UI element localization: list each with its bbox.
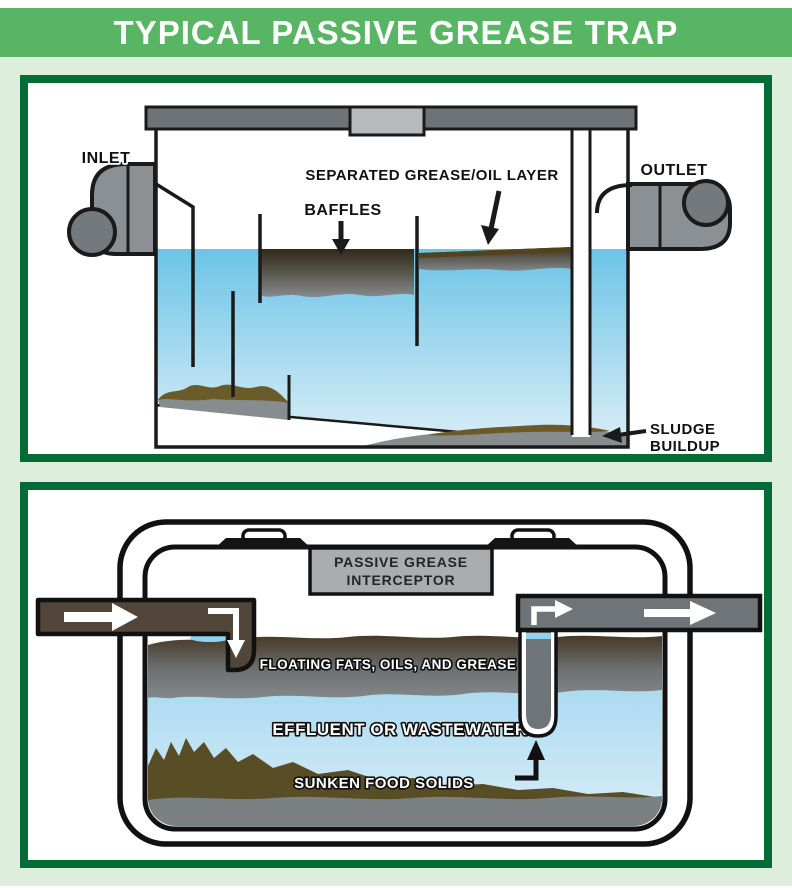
top-panel: INLET OUTLET SEPARATED GREASE/OIL LAYER … (20, 75, 772, 462)
flow-up-arrow (515, 740, 545, 781)
interceptor-label-box: PASSIVE GREASE INTERCEPTOR (308, 546, 494, 596)
down-arrow-icon (332, 239, 350, 255)
bottom-panel: FLOATING FATS, OILS, AND GREASE EFFLUENT… (20, 482, 772, 868)
grease-interceptor-flow-diagram: FLOATING FATS, OILS, AND GREASE EFFLUENT… (35, 519, 763, 847)
access-lids (214, 528, 581, 549)
grease-layer-left (260, 249, 414, 298)
outlet-pipe (515, 593, 763, 633)
outlet-hook-pipe (595, 183, 633, 214)
outlet-down-pipe (570, 129, 592, 437)
outlet-dip-tube (518, 606, 558, 738)
inlet-fitting (67, 162, 157, 257)
sludge-buildup-label-line2: BUILDUP (650, 438, 720, 454)
sludge-buildup-label-line1: SLUDGE (650, 421, 716, 438)
sludge-left (158, 375, 291, 420)
interceptor-label-line1: PASSIVE GREASE (334, 554, 468, 570)
flow-right-arrow-icon (64, 603, 138, 631)
outlet-label: OUTLET (641, 162, 708, 179)
floating-grease-label: FLOATING FATS, OILS, AND GREASE (260, 657, 517, 672)
lid-right (483, 538, 581, 549)
sunken-solids-label: SUNKEN FOOD SOLIDS (294, 775, 474, 792)
flow-right-arrow-icon (644, 601, 716, 625)
callout-arrows (332, 190, 647, 443)
bottom-diagram-labels: FLOATING FATS, OILS, AND GREASE EFFLUENT… (258, 655, 529, 793)
access-hatch (348, 105, 426, 137)
separated-grease-oil-layer-label: SEPARATED GREASE/OIL LAYER (305, 167, 558, 184)
content-area: INLET OUTLET SEPARATED GREASE/OIL LAYER … (0, 57, 792, 886)
baffles (155, 182, 419, 397)
up-arrow-icon (527, 740, 545, 760)
sludge-right (360, 424, 628, 447)
page-title: TYPICAL PASSIVE GREASE TRAP (113, 13, 679, 51)
tube-water-level (526, 633, 551, 639)
flow-bend-up-arrow-icon (531, 606, 555, 625)
interceptor-label-line2: INTERCEPTOR (347, 572, 456, 588)
flow-bend-down-arrow-icon (208, 608, 239, 640)
lid-left (214, 538, 312, 549)
grease-trap-cross-section-diagram: INLET OUTLET SEPARATED GREASE/OIL LAYER … (67, 105, 732, 454)
title-banner: TYPICAL PASSIVE GREASE TRAP (0, 8, 792, 57)
grease-layer-right (419, 247, 572, 271)
inlet-label: INLET (82, 150, 131, 167)
outlet-fitting (595, 179, 732, 251)
baffles-label: BAFFLES (304, 202, 381, 219)
top-diagram-labels: INLET OUTLET SEPARATED GREASE/OIL LAYER … (80, 148, 722, 454)
inlet-pipe (35, 597, 257, 673)
left-arrow-icon (602, 427, 622, 443)
tank-lid (144, 105, 638, 137)
bottom-sludge-layer (148, 796, 662, 826)
effluent-label: EFFLUENT OR WASTEWATER (272, 720, 527, 739)
tank-walls (154, 129, 630, 449)
down-arrow-icon (481, 225, 499, 245)
